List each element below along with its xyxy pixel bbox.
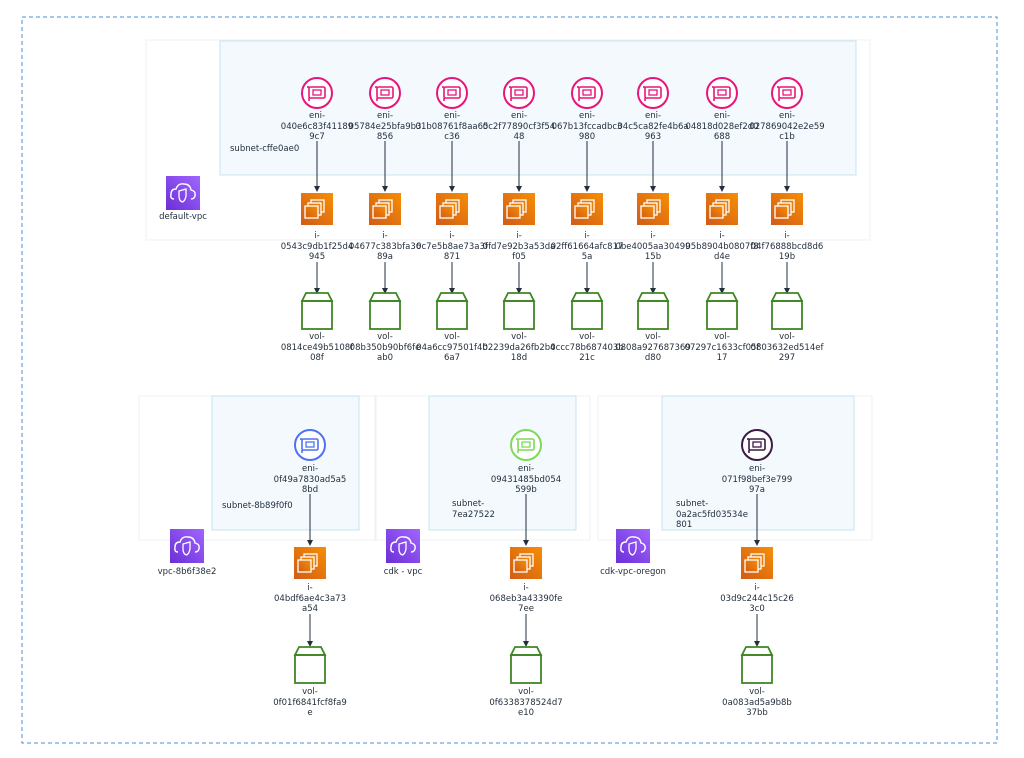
eni-label: eni- 09431485bd054 599b	[490, 464, 562, 495]
vpc-icon[interactable]	[170, 529, 204, 563]
ec2-instance-icon[interactable]	[637, 193, 669, 225]
volume-label: vol- 0f6338378524d7 e10	[489, 687, 563, 718]
ec2-instance-icon[interactable]	[706, 193, 738, 225]
eni-label: eni- 067b13fccadbc3 980	[551, 111, 623, 142]
account-frame	[21, 16, 998, 744]
instance-label: i- 04f76888bcd8d6 19b	[750, 231, 824, 262]
instance-label: i- 0543c9db1f25d4 945	[280, 231, 354, 262]
eni-label: eni- 040e6c83f41189 9c7	[280, 111, 354, 142]
eni-icon[interactable]	[706, 77, 738, 109]
ec2-instance-icon[interactable]	[436, 193, 468, 225]
ebs-volume-icon[interactable]	[770, 292, 804, 330]
eni-label: eni- 05784e25bfa9b3 856	[348, 111, 422, 142]
eni-label: eni- 0c2f77890cf3f54 48	[482, 111, 556, 142]
subnet-label: subnet-8b89f0f0	[222, 501, 293, 511]
eni-label: eni- 01b08761f8aa65 c36	[415, 111, 489, 142]
eni-label: eni- 04818d028ef2d0 688	[685, 111, 759, 142]
subnet-box	[428, 395, 577, 531]
vpc-icon[interactable]	[616, 529, 650, 563]
volume-label: vol- 0ccc78b687403b 21c	[550, 332, 624, 363]
volume-label: vol- 02239da26fb2b4 18d	[482, 332, 556, 363]
instance-label: i- 04677c383bfa36 89a	[348, 231, 422, 262]
subnet-label: subnet- 7ea27522	[452, 499, 495, 520]
volume-label: vol- 0f01f6841fcf8fa9 e	[273, 687, 347, 718]
instance-label: i- 0be4005aa30499 15b	[615, 231, 691, 262]
subnet-box	[661, 395, 855, 531]
ebs-volume-icon[interactable]	[570, 292, 604, 330]
instance-label: i- 0fd7e92b3a53da f05	[482, 231, 556, 262]
eni-icon[interactable]	[503, 77, 535, 109]
subnet-label: subnet-cffe0ae0	[230, 144, 300, 154]
instance-label: i- 068eb3a43390fe 7ee	[489, 583, 563, 614]
ec2-instance-icon[interactable]	[510, 547, 542, 579]
volume-label: vol- 08b350b90bf6fe ab0	[349, 332, 421, 363]
volume-label: vol- 0808a927687369 d80	[615, 332, 691, 363]
ebs-volume-icon[interactable]	[293, 646, 327, 684]
vpc-icon[interactable]	[386, 529, 420, 563]
eni-icon[interactable]	[301, 77, 333, 109]
ec2-instance-icon[interactable]	[294, 547, 326, 579]
instance-label: i- 04bdf6ae4c3a73 a54	[274, 583, 346, 614]
instance-label: i- 0c7e5b8ae73a3f 871	[416, 231, 488, 262]
default-vpc-icon[interactable]	[166, 176, 200, 210]
ec2-instance-icon[interactable]	[771, 193, 803, 225]
ec2-instance-icon[interactable]	[741, 547, 773, 579]
eni-icon[interactable]	[436, 77, 468, 109]
instance-label: i- 03d9c244c15c26 3c0	[720, 583, 794, 614]
default-subnet-box	[219, 40, 857, 176]
ebs-volume-icon[interactable]	[300, 292, 334, 330]
ec2-instance-icon[interactable]	[571, 193, 603, 225]
ebs-volume-icon[interactable]	[509, 646, 543, 684]
eni-icon[interactable]	[771, 77, 803, 109]
eni-icon[interactable]	[510, 429, 542, 461]
eni-icon[interactable]	[294, 429, 326, 461]
eni-icon[interactable]	[741, 429, 773, 461]
eni-label: eni- 04c5ca82fe4b6a 963	[617, 111, 689, 142]
volume-label: vol- 0803632ed514ef 297	[750, 332, 824, 363]
eni-icon[interactable]	[637, 77, 669, 109]
ebs-volume-icon[interactable]	[435, 292, 469, 330]
ec2-instance-icon[interactable]	[301, 193, 333, 225]
eni-label: eni- 0f49a7830ad5a5 8bd	[273, 464, 347, 495]
volume-label: vol- 04a6cc97501f4b 6a7	[416, 332, 488, 363]
ebs-volume-icon[interactable]	[502, 292, 536, 330]
volume-label: vol- 0a083ad5a9b8b 37bb	[722, 687, 792, 718]
instance-label: i- 05b8904b0807f8 d4e	[685, 231, 759, 262]
subnet-box	[211, 395, 360, 531]
ebs-volume-icon[interactable]	[705, 292, 739, 330]
eni-label: eni- 027869042e2e59 c1b	[749, 111, 825, 142]
volume-label: vol- 07297c1633cf05f 17	[684, 332, 760, 363]
ec2-instance-icon[interactable]	[503, 193, 535, 225]
eni-icon[interactable]	[571, 77, 603, 109]
vpc-label: cdk-vpc-oregon	[600, 567, 666, 577]
ec2-instance-icon[interactable]	[369, 193, 401, 225]
subnet-label: subnet- 0a2ac5fd03534e 801	[676, 499, 748, 530]
vpc-label: vpc-8b6f38e2	[157, 567, 217, 577]
eni-label: eni- 071f98bef3e799 97a	[721, 464, 793, 495]
ebs-volume-icon[interactable]	[636, 292, 670, 330]
vpc-label: default-vpc	[159, 212, 207, 222]
default-vpc-boundary	[145, 39, 871, 241]
vpc-label: cdk - vpc	[383, 567, 423, 577]
ebs-volume-icon[interactable]	[368, 292, 402, 330]
eni-icon[interactable]	[369, 77, 401, 109]
ebs-volume-icon[interactable]	[740, 646, 774, 684]
instance-label: i- 02ff61664afc817 5a	[550, 231, 624, 262]
volume-label: vol- 0814ce49b5108f 08f	[280, 332, 354, 363]
